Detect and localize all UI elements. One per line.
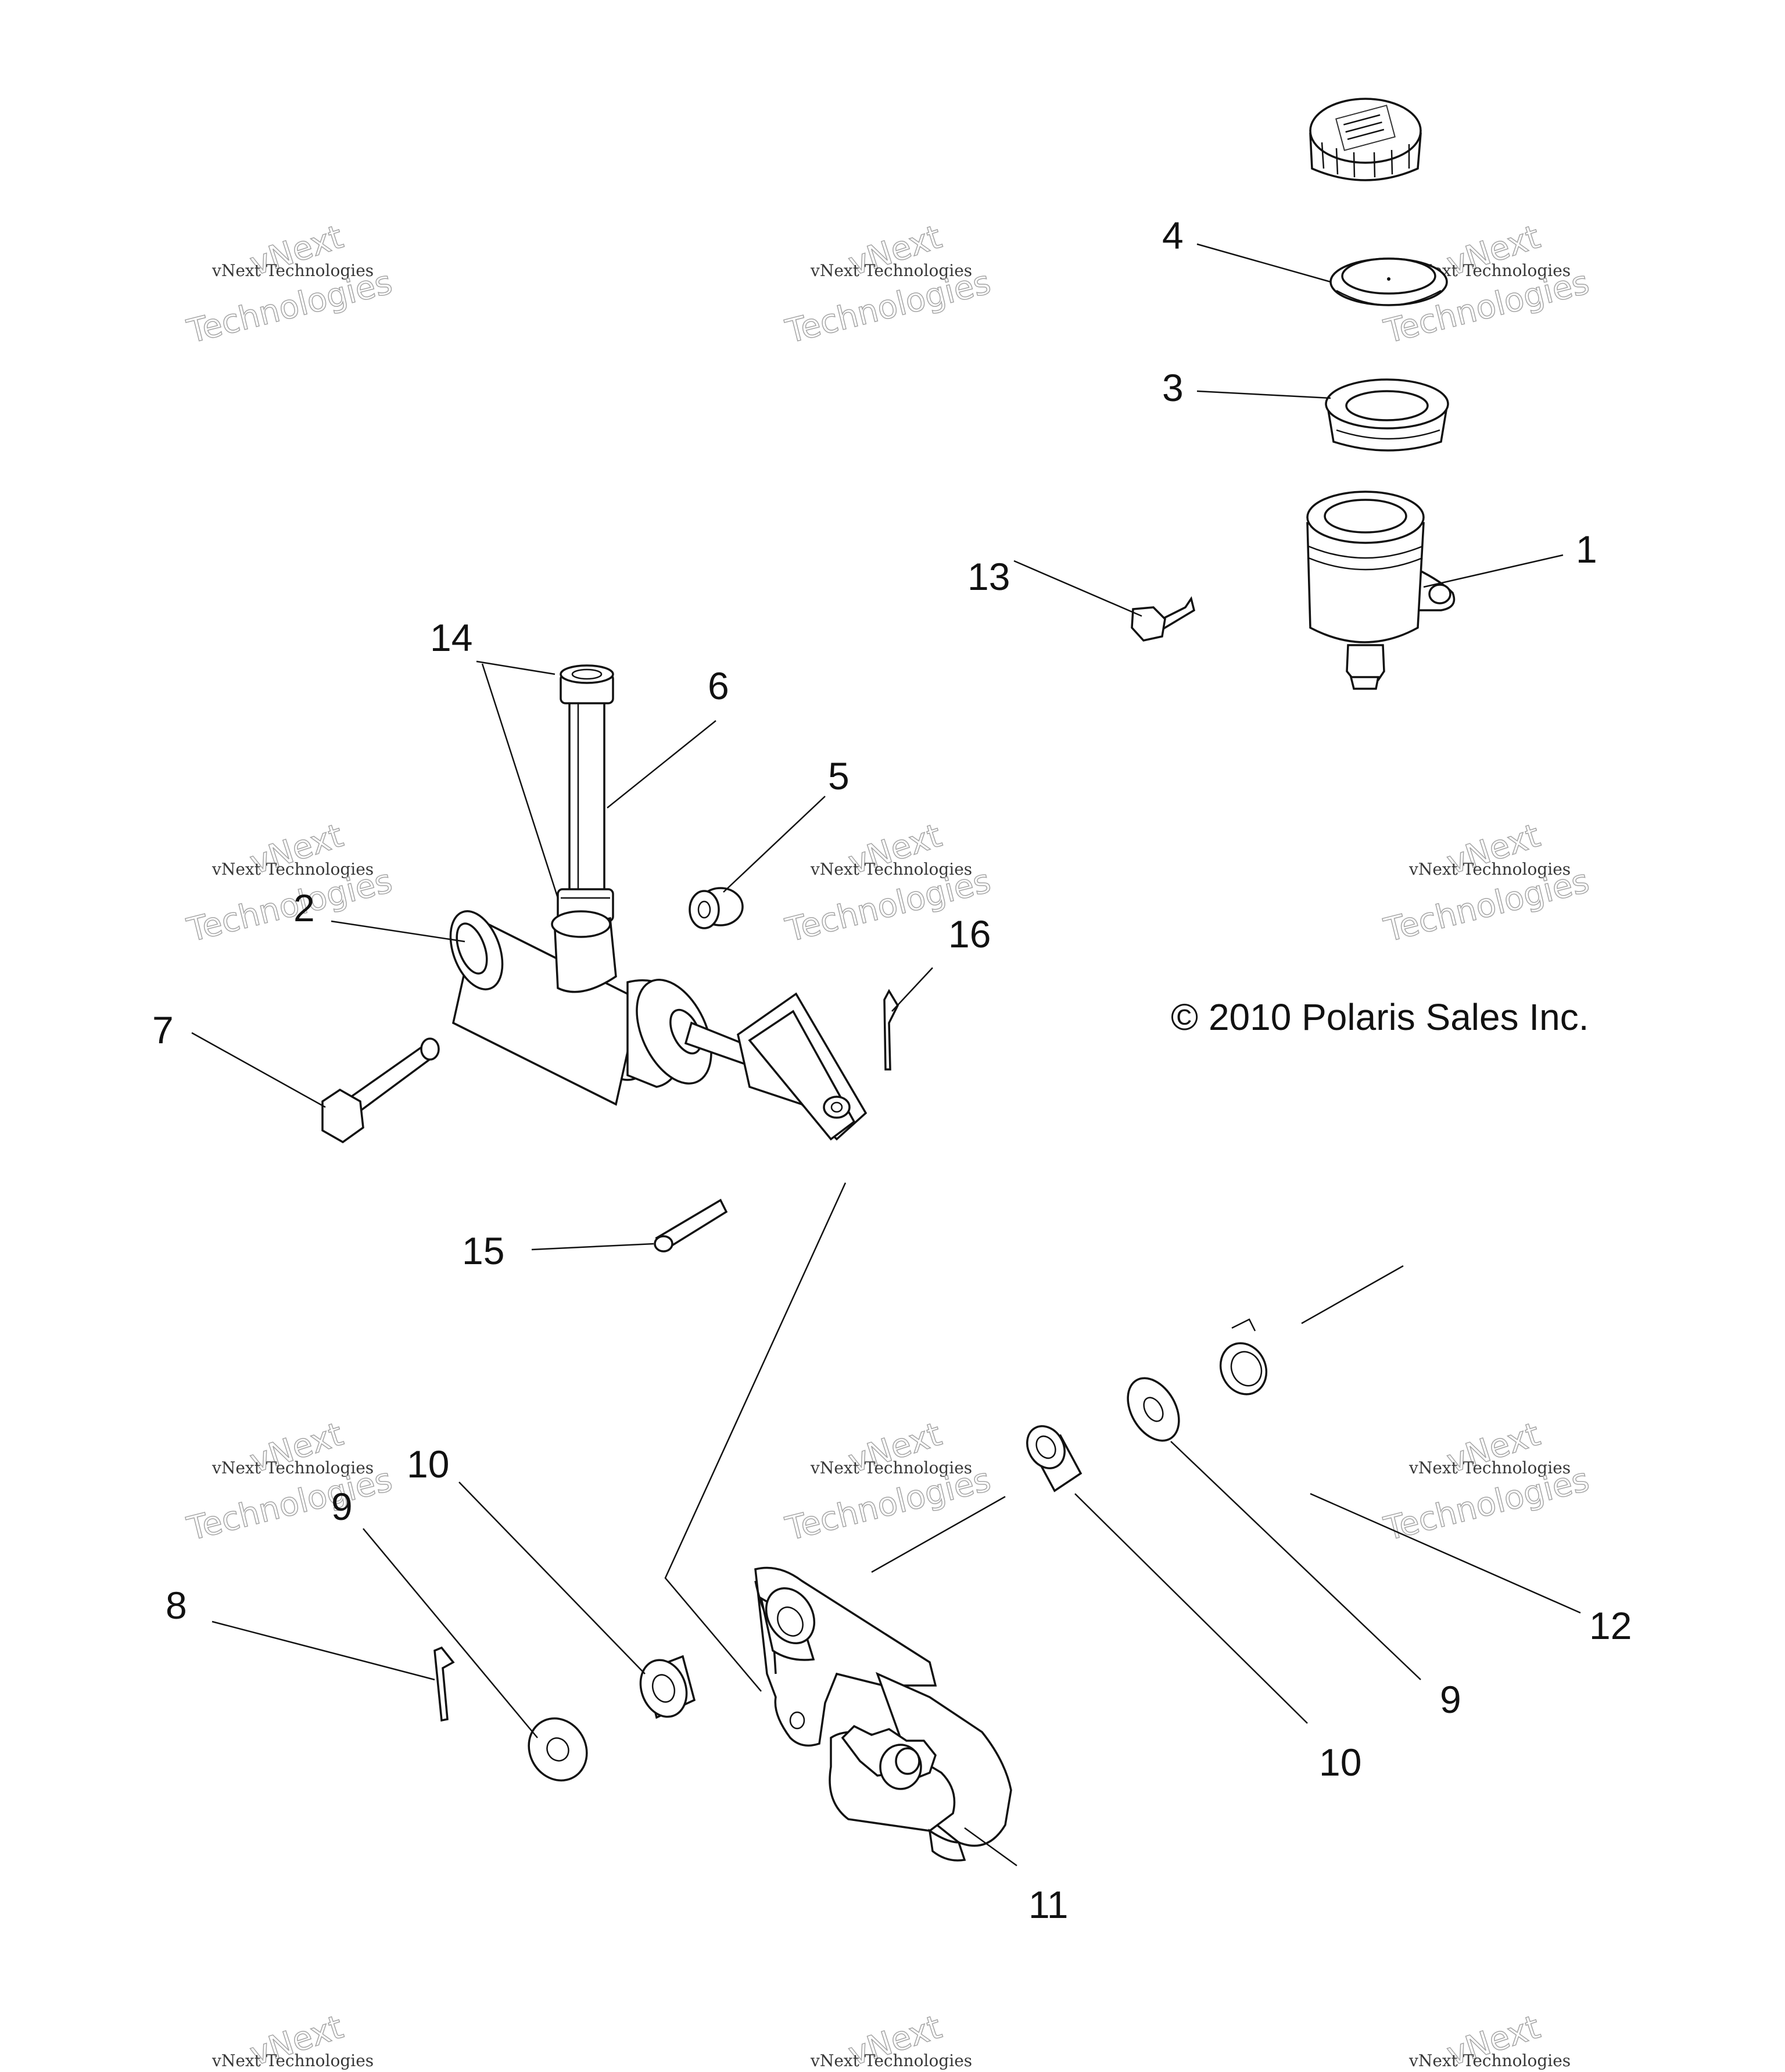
diaphragm-plate — [1329, 257, 1448, 306]
watermark: vNext vNext Technologies Technologies — [183, 816, 396, 950]
clevis — [737, 992, 868, 1141]
leader-lines — [191, 243, 1581, 1867]
screw — [1131, 596, 1196, 642]
callout-10-right: 10 — [1319, 1741, 1361, 1784]
watermark: vNext vNext Technologies Technologies — [1380, 816, 1593, 950]
callout-11: 11 — [1028, 1883, 1069, 1926]
watermark-text: vNext Technologies — [212, 2051, 374, 2070]
watermark: vNext vNext Technologies — [212, 2007, 374, 2072]
watermark-text: vNext Technologies — [810, 261, 972, 280]
callout-14: 14 — [430, 616, 472, 659]
callout-1: 1 — [1576, 528, 1597, 571]
washer-right — [1127, 1377, 1180, 1442]
washer-left — [528, 1717, 588, 1782]
hose-clamp-top — [560, 664, 614, 704]
watermark: vNext vNext Technologies Technologies — [782, 1415, 995, 1548]
clevis-pin — [654, 1198, 728, 1252]
watermark-group: vNext vNext Technologies Technologies vN… — [183, 217, 1593, 2072]
hose — [568, 679, 605, 908]
watermark-text: vNext Technologies — [1408, 1458, 1571, 1477]
watermark-text: vNext Technologies — [1408, 2051, 1571, 2070]
diaphragm — [1325, 378, 1449, 452]
callout-2: 2 — [293, 886, 315, 929]
callout-4: 4 — [1162, 214, 1184, 257]
callout-labels: 1 2 3 4 5 6 7 8 9 9 10 10 11 12 13 14 15… — [152, 214, 1632, 1926]
watermark-text: vNext Technologies — [212, 860, 374, 879]
callout-8: 8 — [166, 1584, 187, 1627]
callout-12: 12 — [1589, 1604, 1632, 1647]
cotter-pin — [883, 989, 899, 1071]
callout-9-left: 9 — [331, 1485, 353, 1528]
bolt — [321, 1037, 440, 1144]
master-cylinder — [449, 910, 751, 1106]
callout-3: 3 — [1162, 366, 1184, 409]
watermark-text: vNext Technologies — [212, 1458, 374, 1477]
callout-5: 5 — [828, 754, 850, 797]
callout-6: 6 — [708, 664, 729, 707]
callout-15: 15 — [462, 1229, 504, 1272]
watermark-text: vNext Technologies — [810, 1458, 972, 1477]
copyright-notice: © 2010 Polaris Sales Inc. — [1171, 996, 1589, 1038]
bushing-left — [639, 1655, 696, 1719]
cotter-pin-left — [433, 1646, 455, 1722]
callout-9-right: 9 — [1440, 1678, 1461, 1721]
bushing-right — [1026, 1425, 1083, 1493]
watermark: vNext vNext Technologies Technologies — [782, 217, 995, 351]
watermark: vNext vNext Technologies Technologies — [183, 217, 396, 351]
torsion-spring — [1219, 1318, 1268, 1395]
watermark-text: vNext Technologies — [212, 261, 374, 280]
grommet — [689, 887, 744, 929]
watermark: vNext vNext Technologies — [810, 2007, 972, 2072]
watermark: vNext vNext Technologies Technologies — [183, 1415, 396, 1548]
watermark-text: vNext Technologies — [810, 860, 972, 879]
callout-7: 7 — [152, 1008, 174, 1051]
watermark-text: vNext Technologies — [810, 2051, 972, 2070]
callout-13: 13 — [967, 555, 1010, 598]
callout-10-left: 10 — [407, 1443, 449, 1486]
watermark: vNext vNext Technologies Technologies — [1380, 1415, 1593, 1548]
callout-16: 16 — [948, 912, 991, 956]
reservoir-cap — [1309, 98, 1422, 181]
watermark-text: vNext Technologies — [1408, 860, 1571, 879]
brake-pedal — [754, 1566, 1012, 1862]
brake-reservoir — [1306, 491, 1456, 690]
watermark: vNext vNext Technologies — [1408, 2007, 1571, 2072]
